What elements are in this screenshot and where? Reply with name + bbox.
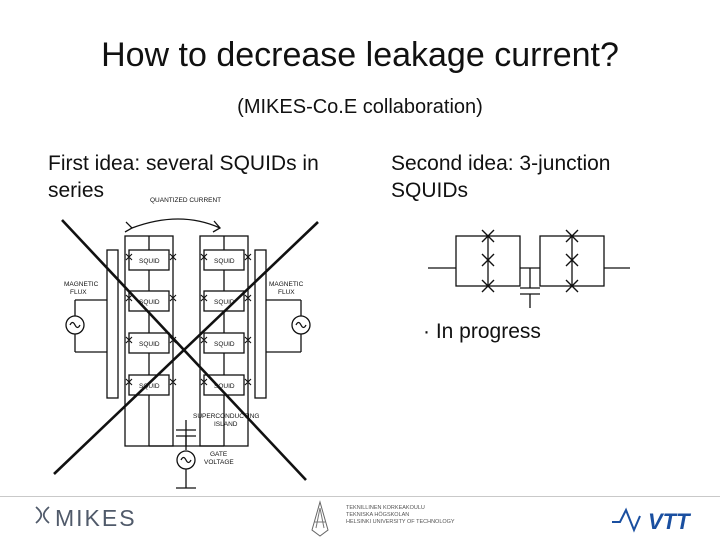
squid-label: SQUID [214,258,235,265]
magnetic-flux-right-label-1: MAGNETIC [269,281,304,288]
squid-label: SQUID [214,383,235,390]
first-idea-text: First idea: several SQUIDs in series [48,150,368,204]
footer-divider [0,496,720,497]
cross-out-mark [53,219,319,481]
tkk-logo-text: TEKNILLINEN KORKEAKOULU TEKNISKA HÖGSKOL… [346,505,455,525]
magnetic-flux-left-label-1: MAGNETIC [64,281,99,288]
quantized-current-arrow [131,218,221,229]
squid-label: SQUID [214,299,235,306]
second-idea-line-2: SQUIDs [391,179,469,202]
second-idea-text: Second idea: 3-junction SQUIDs [391,150,691,204]
flux-coil-right [254,249,267,399]
mikes-logo-text: MIKES [55,505,137,531]
slide-subtitle: (MIKES-Co.E collaboration) [237,96,483,118]
squid-block [203,249,245,271]
slide-title: How to decrease leakage current? [101,36,619,74]
first-idea-line-2: series [48,179,105,202]
tkk-seal-icon [311,500,329,537]
superconducting-island-label-2: ISLAND [214,421,238,428]
junction-crosses [125,253,252,386]
mikes-logo-icon [35,506,50,524]
second-idea-line-1: Second idea: 3-junction [391,152,611,175]
svg-text:VTT: VTT [648,509,691,534]
magnetic-flux-right-label-2: FLUX [278,289,295,296]
squid-label: SQUID [139,341,160,348]
squid-block [203,374,245,396]
quantized-current-label: QUANTIZED CURRENT [150,197,221,204]
squid-label: SQUID [139,383,160,390]
squid-block [203,332,245,354]
squid-label: SQUID [139,299,160,306]
in-progress-bullet: · In progress [423,320,541,343]
first-idea-line-1: First idea: several SQUIDs in [48,152,319,175]
squid-label: SQUID [214,341,235,348]
gate-voltage-label-1: GATE [210,451,228,458]
magnetic-flux-left-label-2: FLUX [70,289,87,296]
squid-label: SQUID [139,258,160,265]
series-squids-diagram: QUANTIZED CURRENT MAGNETIC FLUX MAGNETIC… [53,197,319,489]
flux-coil-left [106,249,119,399]
junction-crosses [481,229,579,293]
vtt-logo-icon: VTT [612,507,691,534]
gate-voltage-label-2: VOLTAGE [204,459,234,466]
squid-block [128,332,170,354]
superconducting-island-label-1: SUPERCONDUCTING [193,413,259,420]
squid-block [128,249,170,271]
three-junction-squids-diagram [428,229,630,308]
